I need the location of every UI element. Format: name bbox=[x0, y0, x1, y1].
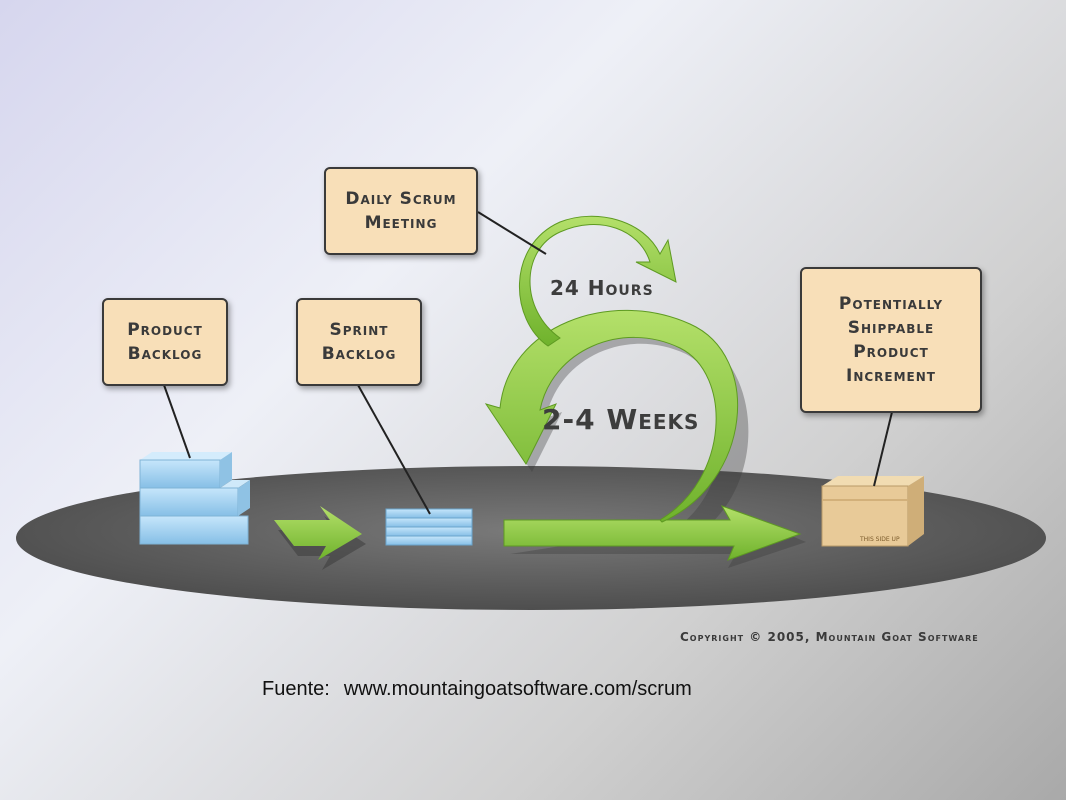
box-label: THIS SIDE UP bbox=[860, 536, 900, 543]
sprint-backlog-stack bbox=[385, 508, 473, 546]
source-line: Fuente: www.mountaingoatsoftware.com/scru… bbox=[262, 678, 692, 701]
connector-daily-scrum bbox=[477, 211, 547, 255]
daily-scrum-callout: Daily Scrum Meeting bbox=[324, 167, 478, 255]
copyright-text: Copyright © 2005, Mountain Goat Software bbox=[680, 630, 979, 644]
shippable-increment-callout: Potentially Shippable Product Increment bbox=[800, 267, 982, 413]
sprint-loop-label: 2-4 Weeks bbox=[542, 403, 700, 436]
product-backlog-stack bbox=[139, 452, 250, 545]
backlog-flow-arrow bbox=[274, 506, 366, 570]
source-url[interactable]: www.mountaingoatsoftware.com/scrum bbox=[343, 678, 692, 700]
product-backlog-label: Product Backlog bbox=[127, 320, 203, 364]
source-label: Fuente: bbox=[262, 678, 330, 700]
daily-scrum-label: Daily Scrum Meeting bbox=[345, 189, 457, 233]
shipping-box bbox=[821, 476, 924, 547]
sprint-backlog-callout: Sprint Backlog bbox=[296, 298, 422, 386]
shippable-increment-label: Potentially Shippable Product Increment bbox=[838, 294, 944, 386]
connector-sprint-backlog bbox=[357, 384, 431, 515]
daily-loop-label: 24 Hours bbox=[550, 276, 654, 300]
daily-loop-arrow bbox=[519, 215, 677, 347]
product-backlog-callout: Product Backlog bbox=[102, 298, 228, 386]
connector-shippable-increment bbox=[873, 411, 893, 487]
connector-product-backlog bbox=[163, 384, 191, 459]
sprint-loop-arrow bbox=[484, 309, 806, 568]
sprint-backlog-label: Sprint Backlog bbox=[321, 320, 397, 364]
